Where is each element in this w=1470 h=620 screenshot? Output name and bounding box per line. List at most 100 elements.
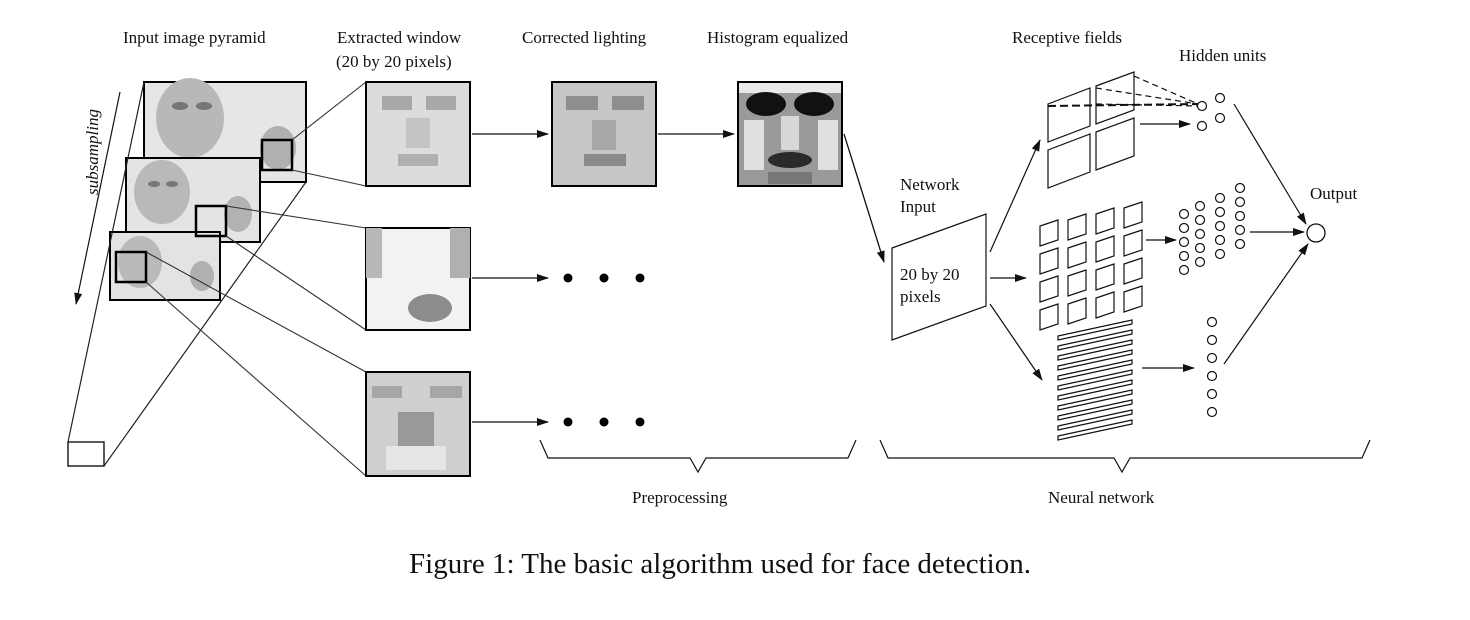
label-histogram-equalized: Histogram equalized bbox=[707, 28, 849, 47]
subsampling-arrow bbox=[74, 91, 121, 305]
label-neural-network: Neural network bbox=[1048, 488, 1155, 507]
receptive-field-square bbox=[1039, 303, 1059, 331]
label-network-input-line1: Network bbox=[900, 175, 960, 194]
hidden-unit bbox=[1206, 370, 1218, 382]
receptive-field-stripe bbox=[1057, 359, 1133, 381]
receptive-field-square bbox=[1039, 219, 1059, 247]
receptive-field-square bbox=[1123, 257, 1143, 285]
label-network-box-line2: pixels bbox=[900, 287, 941, 306]
input-arrows bbox=[989, 139, 1043, 381]
hidden-unit bbox=[1214, 220, 1226, 232]
receptive-field-square bbox=[1067, 269, 1087, 297]
receptive-field-square bbox=[1067, 213, 1087, 241]
receptive-field-square bbox=[1067, 297, 1087, 325]
label-receptive-fields: Receptive fields bbox=[1012, 28, 1122, 47]
hidden-unit bbox=[1178, 222, 1190, 234]
receptive-field-stripe bbox=[1057, 339, 1133, 361]
hidden-unit bbox=[1234, 182, 1246, 194]
hidden-unit bbox=[1214, 248, 1226, 260]
label-preprocessing: Preprocessing bbox=[632, 488, 728, 507]
hidden-unit bbox=[1206, 316, 1218, 328]
hidden-unit bbox=[1194, 242, 1206, 254]
label-network-input-line2: Input bbox=[900, 197, 936, 216]
receptive-field-square bbox=[1123, 229, 1143, 257]
preprocessing-brace bbox=[539, 439, 857, 474]
extraction-lines bbox=[145, 81, 367, 477]
label-hidden-units: Hidden units bbox=[1179, 46, 1267, 65]
label-extracted-window-1: Extracted window bbox=[337, 28, 462, 47]
label-output: Output bbox=[1310, 184, 1358, 203]
neural-network-brace bbox=[879, 439, 1371, 474]
hidden-unit bbox=[1214, 192, 1226, 204]
hidden-unit bbox=[1206, 352, 1218, 364]
label-network-box: 20 by 20 pixels bbox=[900, 264, 960, 308]
label-corrected-lighting: Corrected lighting bbox=[522, 28, 647, 47]
hidden-unit bbox=[1234, 238, 1246, 250]
hidden-unit bbox=[1194, 200, 1206, 212]
receptive-field-stripe bbox=[1057, 419, 1133, 441]
hidden-unit bbox=[1206, 406, 1218, 418]
receptive-field-square bbox=[1039, 247, 1059, 275]
hidden-unit bbox=[1206, 334, 1218, 346]
receptive-field-stripe bbox=[1057, 409, 1133, 431]
pyramid-image-tiny bbox=[67, 441, 105, 467]
receptive-field-stripe bbox=[1057, 399, 1133, 421]
hidden-unit bbox=[1234, 224, 1246, 236]
receptive-fields-grid bbox=[1039, 201, 1143, 331]
label-subsampling: subsampling bbox=[82, 109, 102, 195]
label-network-input: Network Input bbox=[900, 174, 959, 218]
receptive-field-square bbox=[1095, 235, 1115, 263]
hidden-unit bbox=[1214, 234, 1226, 246]
output-arrows bbox=[1223, 103, 1309, 365]
extracted-window-2 bbox=[365, 227, 471, 331]
hidden-units-group-3 bbox=[1206, 316, 1218, 418]
hidden-unit bbox=[1178, 236, 1190, 248]
network-input-box bbox=[891, 213, 987, 341]
window-box-small bbox=[114, 250, 148, 284]
receptive-field-square bbox=[1067, 241, 1087, 269]
hidden-units-group-1 bbox=[1196, 92, 1226, 132]
hidden-unit bbox=[1194, 256, 1206, 268]
corrected-lighting-image bbox=[551, 81, 657, 187]
pyramid-lines bbox=[67, 81, 307, 467]
image-pyramid bbox=[67, 78, 307, 467]
receptive-fields-stripes bbox=[1057, 319, 1133, 441]
extracted-window-3 bbox=[365, 371, 471, 477]
receptive-field-stripe bbox=[1057, 389, 1133, 411]
histogram-equalized-image bbox=[737, 81, 843, 187]
figure-caption: Figure 1: The basic algorithm used for f… bbox=[409, 548, 1031, 580]
receptive-field-stripe bbox=[1057, 319, 1133, 341]
label-input-pyramid: Input image pyramid bbox=[123, 28, 266, 47]
receptive-field-square bbox=[1095, 291, 1115, 319]
output-node bbox=[1306, 223, 1326, 243]
pyramid-image-medium bbox=[125, 157, 261, 243]
hidden-unit bbox=[1178, 264, 1190, 276]
hidden-unit bbox=[1194, 214, 1206, 226]
hidden-unit bbox=[1178, 250, 1190, 262]
window-box-large bbox=[260, 138, 294, 172]
receptive-field-square bbox=[1123, 201, 1143, 229]
hidden-unit bbox=[1194, 228, 1206, 240]
receptive-field-square bbox=[1123, 285, 1143, 313]
receptive-field-square bbox=[1095, 263, 1115, 291]
hidden-unit bbox=[1206, 388, 1218, 400]
label-extracted-window-2: (20 by 20 pixels) bbox=[336, 52, 452, 71]
receptive-field-stripe bbox=[1057, 329, 1133, 351]
extracted-window-1 bbox=[365, 81, 471, 187]
ellipsis-dots bbox=[563, 273, 645, 427]
hidden-unit bbox=[1234, 196, 1246, 208]
hidden-unit bbox=[1214, 206, 1226, 218]
hidden-unit bbox=[1178, 208, 1190, 220]
label-network-box-line1: 20 by 20 bbox=[900, 265, 960, 284]
receptive-field-stripe bbox=[1057, 369, 1133, 391]
window-box-medium bbox=[194, 204, 228, 238]
hidden-unit bbox=[1234, 210, 1246, 222]
receptive-field-stripe bbox=[1057, 379, 1133, 401]
receptive-field-square bbox=[1039, 275, 1059, 303]
preprocessing-arrows bbox=[472, 130, 885, 426]
hidden-units-group-2 bbox=[1178, 182, 1246, 276]
receptive-fields-quadrants bbox=[1047, 71, 1199, 189]
receptive-field-square bbox=[1095, 207, 1115, 235]
pyramid-image-small bbox=[109, 231, 221, 301]
